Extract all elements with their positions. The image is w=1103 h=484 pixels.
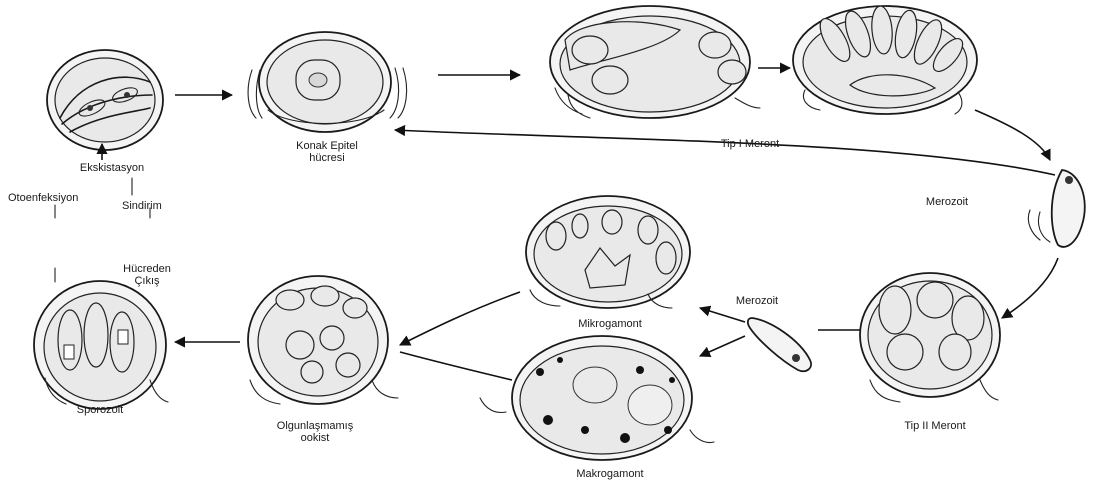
arrow-micro-to-ookist	[400, 292, 520, 345]
type1-meront-mature-drawing	[793, 5, 977, 114]
label-olgunlasmamis-ookist: Olgunlaşmamış ookist	[250, 420, 380, 444]
label-merozoit-mid: Merozoit	[722, 295, 792, 307]
arrow-macro-to-ookist	[400, 352, 512, 380]
label-ekskistasyon: Ekskistasyon	[72, 162, 152, 174]
label-otoenfeksiyon: Otoenfeksiyon	[8, 192, 78, 204]
arrow-merozoite-to-type2	[1002, 258, 1058, 318]
merozoite-right-drawing	[1028, 170, 1084, 247]
label-tip1-meront: Tip I Meront	[690, 138, 810, 150]
arrow-merozoite-back-to-host	[395, 130, 1055, 175]
arrow-merozoite-to-micro	[700, 308, 745, 322]
arrow-merozoite-to-macro	[700, 336, 745, 356]
macrogamont-drawing	[480, 336, 714, 460]
label-konak-epitel: Konak Epitel hücresi	[272, 140, 382, 164]
oocyst-drawing	[47, 50, 163, 150]
host-cell-drawing	[248, 32, 407, 132]
label-sindirim: Sindirim	[122, 200, 162, 212]
label-tip2-meront: Tip II Meront	[880, 420, 990, 432]
merozoite-middle-drawing	[748, 318, 811, 371]
immature-oocyst-drawing	[248, 276, 398, 404]
microgamont-drawing	[526, 196, 690, 308]
label-makrogamont: Makrogamont	[555, 468, 665, 480]
sporulated-oocyst-drawing	[34, 281, 168, 409]
label-merozoit-right: Merozoit	[912, 196, 982, 208]
arrow-mature-to-merozoite	[975, 110, 1050, 160]
type1-meront-drawing	[550, 6, 760, 118]
label-mikrogamont: Mikrogamont	[555, 318, 665, 330]
label-hucreden-cikis: Hücreden Çıkış	[112, 263, 182, 287]
label-sporozoit: Sporozoit	[60, 404, 140, 416]
type2-meront-drawing	[860, 273, 1000, 402]
